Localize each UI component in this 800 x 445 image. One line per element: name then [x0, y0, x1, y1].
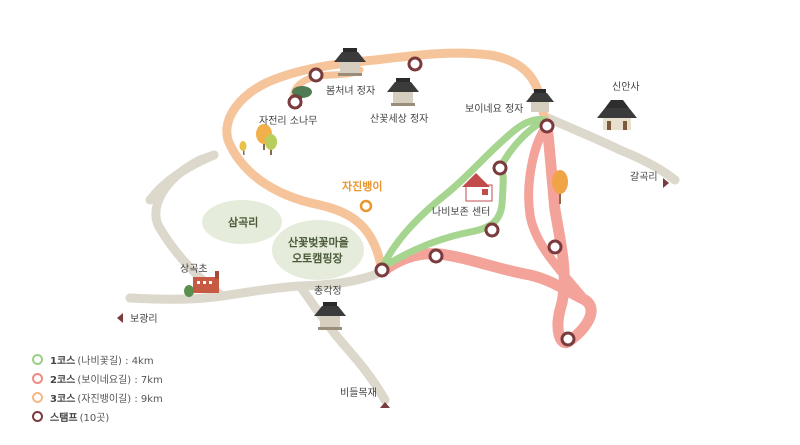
arrow-icon [380, 402, 390, 408]
stamp-marker [374, 262, 390, 278]
stamp-marker [308, 67, 324, 83]
stamp-marker [539, 118, 555, 134]
stamp-marker [547, 239, 563, 255]
label-camping-1: 산꽃벚꽃마을 [288, 235, 349, 249]
course1-loop [378, 116, 549, 272]
legend-name: 스탬프 [50, 413, 78, 424]
tree-icon [239, 124, 277, 155]
course3-path [222, 48, 550, 277]
course1-path [378, 116, 549, 272]
label-chonggakjeong: 총각정 [314, 285, 342, 297]
stamp-dot-icon [32, 411, 43, 422]
label-sankkot-world: 산꽃세상 정자 [370, 113, 428, 125]
label-bogwangri: 보광리 [130, 313, 158, 325]
stamp-marker [484, 222, 500, 238]
stamp-marker [560, 331, 576, 347]
samgokri-area [202, 200, 282, 244]
arrow-icon [117, 313, 123, 323]
pavilion-icon [526, 89, 554, 112]
stamp-marker [287, 94, 303, 110]
label-bomcheonyeo: 봄처녀 정자 [326, 85, 375, 97]
label-sanggokcho: 상곡초 [180, 263, 208, 275]
legend-name: 1코스 [50, 356, 76, 367]
label-galgokri: 갈곡리 [630, 170, 658, 183]
course3-dot-icon [32, 392, 43, 403]
butterfly-center-icon [462, 173, 493, 202]
label-bideungmokjae: 비들목재 [340, 387, 377, 399]
course2-dot-icon [32, 373, 43, 384]
school-icon [184, 271, 219, 297]
tree-icon [552, 170, 568, 204]
label-boine: 보이네요 정자 [465, 103, 523, 115]
stamp-marker [428, 248, 444, 264]
course1-dot-icon [32, 354, 43, 365]
legend-desc: (자진뱅이길) : 9km [77, 394, 163, 405]
label-camping-2: 오토캠핑장 [292, 251, 343, 265]
course2-inner [524, 121, 590, 305]
stamp-marker [407, 56, 423, 72]
label-samgokri: 삼곡리 [228, 215, 258, 229]
legend-desc: (보이네요길) : 7km [77, 375, 163, 386]
course2-path [376, 120, 597, 348]
stamp-marker [492, 160, 508, 176]
label-butterfly-center: 나비보존 센터 [432, 206, 490, 218]
legend-row-stamp: 스탬프 (10곳) [32, 407, 232, 426]
legend-row-course2: 2코스 (보이네요길) : 7km [32, 369, 232, 388]
camping-area [272, 220, 364, 280]
legend-row-course3: 3코스 (자진뱅이길) : 9km [32, 388, 232, 407]
label-jajinbaengi: 자진뱅이 [342, 179, 382, 193]
label-jajeonri-pine: 자전리 소나무 [259, 115, 317, 127]
pavilion-icon [334, 48, 366, 76]
legend-name: 3코스 [50, 394, 76, 405]
pavilion-icon [314, 302, 346, 330]
label-sinansa: 신안사 [612, 81, 640, 93]
legend-desc: (10곳) [79, 413, 110, 424]
legend-row-course1: 1코스 (나비꽃길) : 4km [32, 350, 232, 369]
jajinbaengi-marker [359, 199, 373, 213]
legend: 1코스 (나비꽃길) : 4km 2코스 (보이네요길) : 7km 3코스 (… [32, 350, 232, 426]
stamps [287, 56, 576, 347]
arrow-icon [663, 178, 669, 188]
legend-desc: (나비꽃길) : 4km [77, 356, 154, 367]
pavilion-icon [387, 78, 419, 106]
temple-icon [597, 100, 637, 130]
legend-name: 2코스 [50, 375, 76, 386]
